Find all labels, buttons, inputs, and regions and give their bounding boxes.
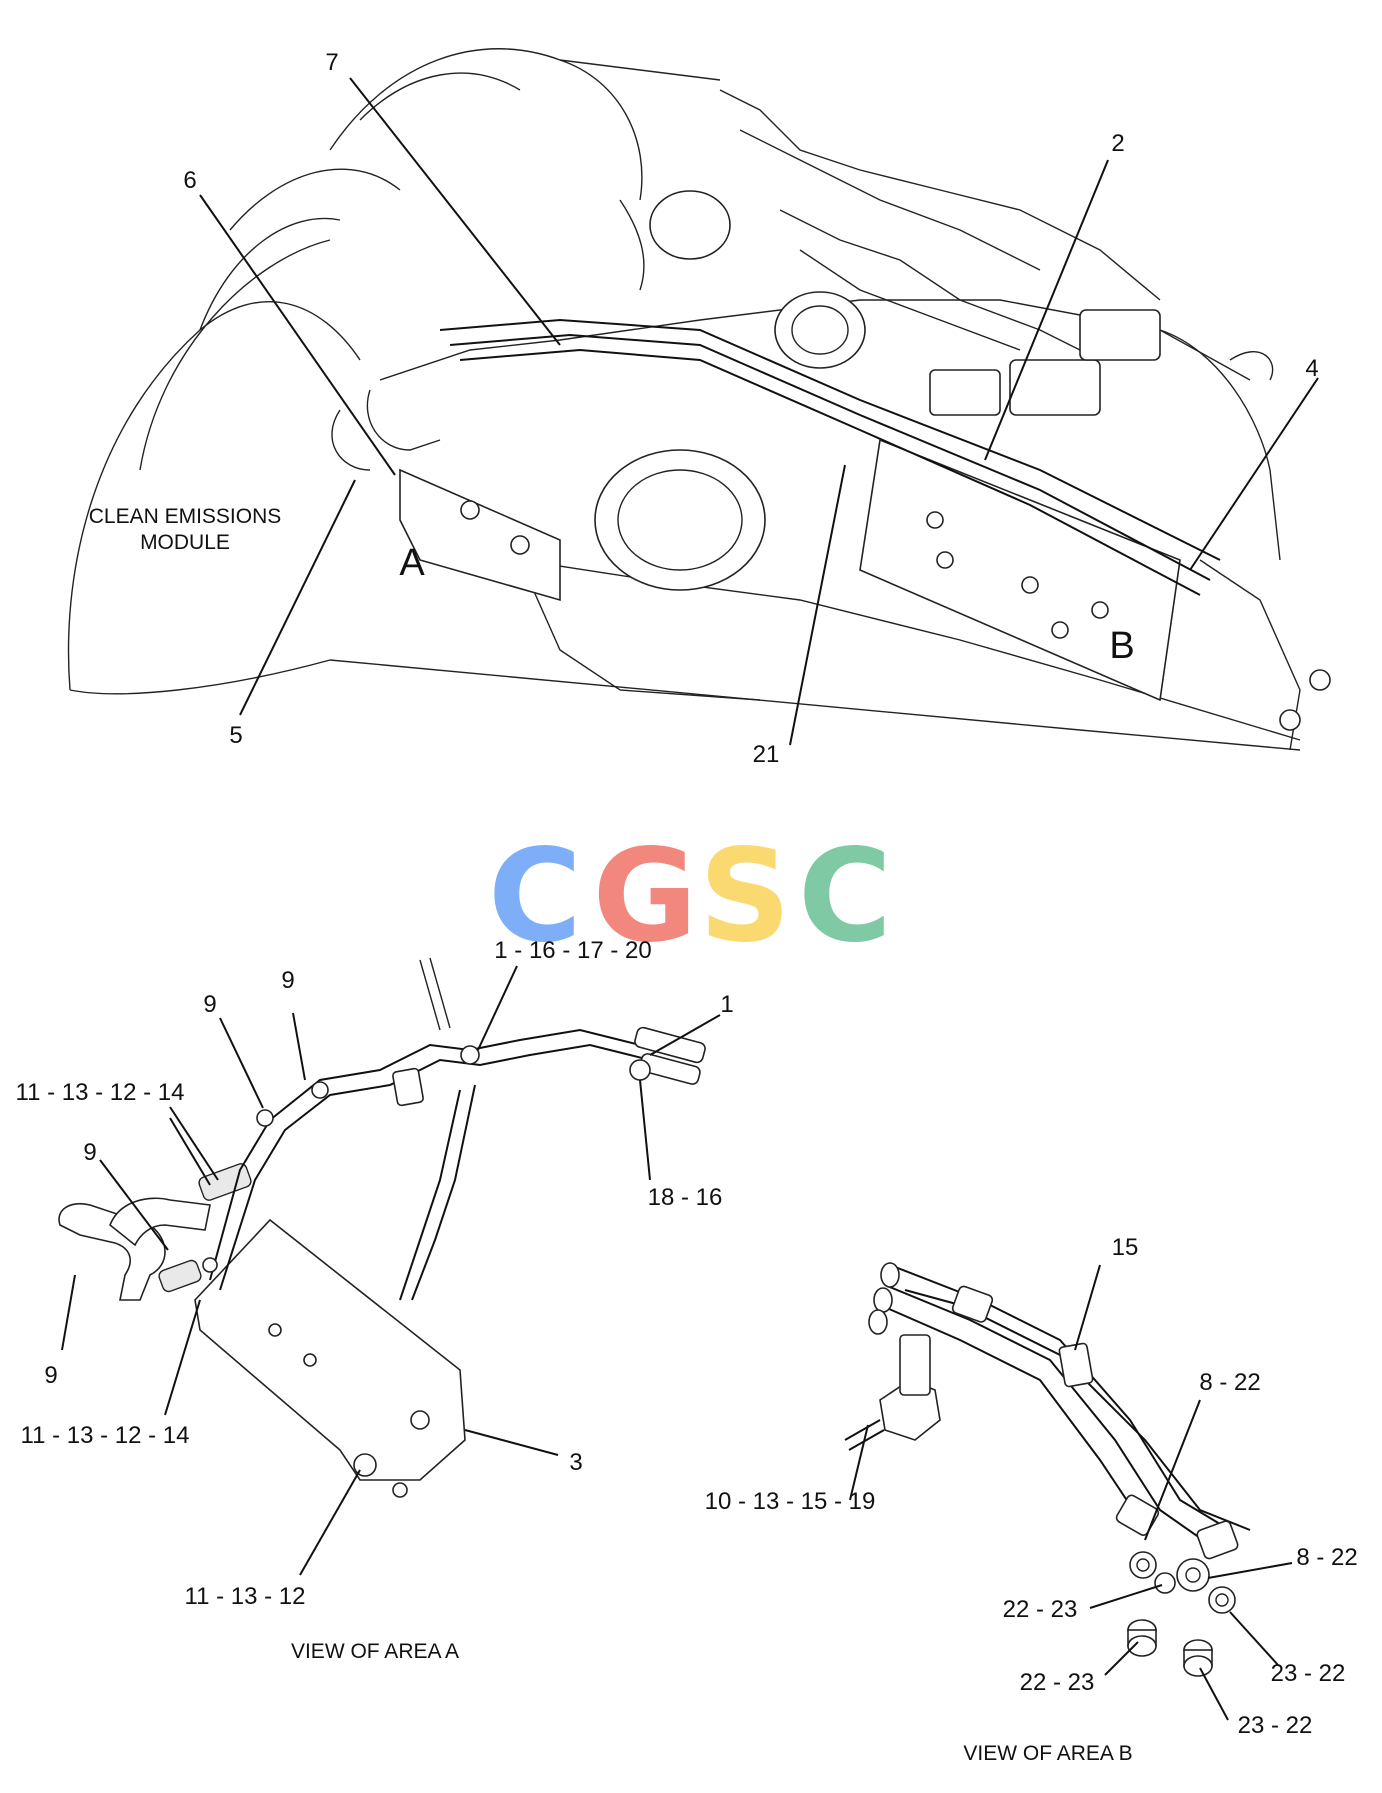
callout-23-22-a: 23 - 22: [1271, 1660, 1346, 1687]
callout-21: 21: [753, 741, 780, 768]
callout-11-13-12-14-b: 11 - 13 - 12 - 14: [21, 1422, 190, 1449]
callout-18-16: 18 - 16: [648, 1184, 723, 1211]
callout-10-13-15-19: 10 - 13 - 15 - 19: [705, 1488, 876, 1515]
tube-assembly-2-drawing: [439, 318, 1221, 561]
callout-8-22-a: 8 - 22: [1199, 1369, 1260, 1396]
bracket-plate-b: [859, 438, 1181, 702]
callout-6: 6: [183, 167, 196, 194]
tube-assembly-21-drawing: [459, 348, 1201, 596]
callout-4: 4: [1305, 355, 1318, 382]
callout-5: 5: [229, 722, 242, 749]
callout-11-13-12: 11 - 13 - 12: [185, 1583, 306, 1610]
callout-9-d: 9: [44, 1362, 57, 1389]
callout-9-a: 9: [281, 967, 294, 994]
callout-2: 2: [1111, 130, 1124, 157]
callout-1: 1: [720, 991, 733, 1018]
view-a-caption: VIEW OF AREA A: [291, 1640, 459, 1663]
callout-8-22-b: 8 - 22: [1296, 1544, 1357, 1571]
clip-15-drawing: [1058, 1342, 1094, 1388]
callout-9-c: 9: [83, 1139, 96, 1166]
callout-22-23-a: 22 - 23: [1003, 1596, 1078, 1623]
main-engine-view: A B CLEAN EMISSIONS MODULE 7 6 2 4 5 21: [67, 48, 1331, 768]
callout-11-13-12-14-a: 11 - 13 - 12 - 14: [16, 1079, 185, 1106]
bracket-3-drawing: [194, 1218, 466, 1481]
callout-15: 15: [1112, 1234, 1139, 1261]
watermark-letter-c2: C: [798, 822, 892, 971]
view-of-area-b: 15 8 - 22 8 - 22 10 - 13 - 15 - 19 22 - …: [705, 1234, 1358, 1765]
callout-22-23-b: 22 - 23: [1020, 1669, 1095, 1696]
watermark-letter-s: S: [699, 822, 791, 971]
watermark-letter-c1: C: [488, 822, 582, 971]
bracket-plate-a: [399, 468, 561, 602]
callout-23-22-b: 23 - 22: [1238, 1712, 1313, 1739]
area-b-letter: B: [1109, 625, 1134, 667]
view-b-caption: VIEW OF AREA B: [963, 1742, 1132, 1765]
module-caption-line1: CLEAN EMISSIONS: [89, 505, 282, 528]
view-of-area-a: 1 - 16 - 17 - 20 1 9 9 11 - 13 - 12 - 14…: [16, 937, 734, 1663]
module-caption-line2: MODULE: [140, 531, 230, 554]
callout-7: 7: [325, 49, 338, 76]
loose-nut-drawing: [1127, 1619, 1213, 1677]
clean-emissions-module-drawing: [67, 48, 1301, 751]
callout-1-16-17-20: 1 - 16 - 17 - 20: [494, 937, 651, 964]
area-a-letter: A: [399, 542, 425, 584]
cgsc-watermark: C G S C: [488, 822, 892, 971]
callout-3: 3: [569, 1449, 582, 1476]
callout-9-b: 9: [203, 991, 216, 1018]
tube-assembly-4-drawing: [449, 333, 1211, 581]
engine-block-drawing: [379, 89, 1331, 751]
watermark-letter-g: G: [592, 822, 697, 971]
